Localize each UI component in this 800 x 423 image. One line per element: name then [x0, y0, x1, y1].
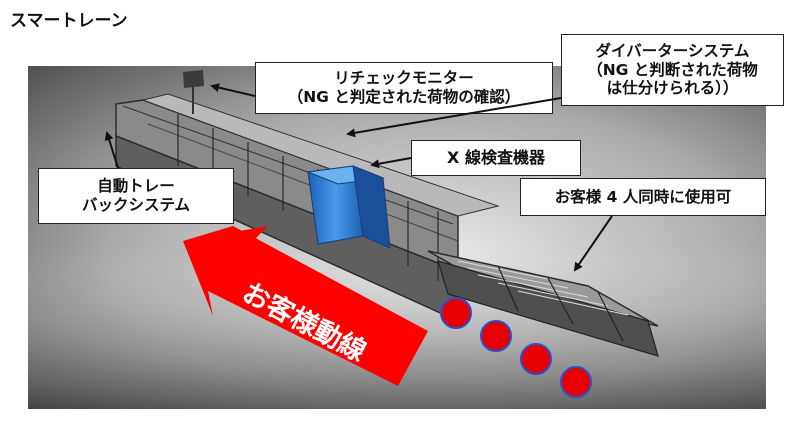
label-recheck-line2: （NG と判定された荷物の確認）: [288, 88, 521, 107]
label-diverter-system: ダイバーターシステム （NG と判断された荷物 は仕分けられる））: [561, 34, 784, 106]
label-trayback-line2: バックシステム: [82, 196, 190, 215]
label-auto-tray-back: 自動トレー バックシステム: [38, 168, 234, 224]
label-diverter-line2: （NG と判断された荷物: [587, 61, 758, 80]
xray-machine-device: [308, 166, 390, 248]
label-customers-line1: お客様 4 人同時に使用可: [555, 188, 732, 207]
label-diverter-line1: ダイバーターシステム: [596, 42, 750, 61]
label-diverter-line3: は仕分けられる））: [607, 79, 739, 98]
label-xray-machine: X 線検査機器: [411, 140, 581, 176]
conveyor-scene: [28, 66, 766, 409]
page-title: スマートレーン: [10, 6, 128, 31]
conveyor-photo: [28, 66, 766, 409]
label-recheck-line1: リチェックモニター: [334, 69, 474, 88]
label-xray-line1: X 線検査機器: [447, 148, 545, 167]
label-trayback-line1: 自動トレー: [97, 177, 175, 196]
label-four-customers: お客様 4 人同時に使用可: [520, 178, 766, 216]
label-recheck-monitor: リチェックモニター （NG と判定された荷物の確認）: [255, 62, 553, 114]
